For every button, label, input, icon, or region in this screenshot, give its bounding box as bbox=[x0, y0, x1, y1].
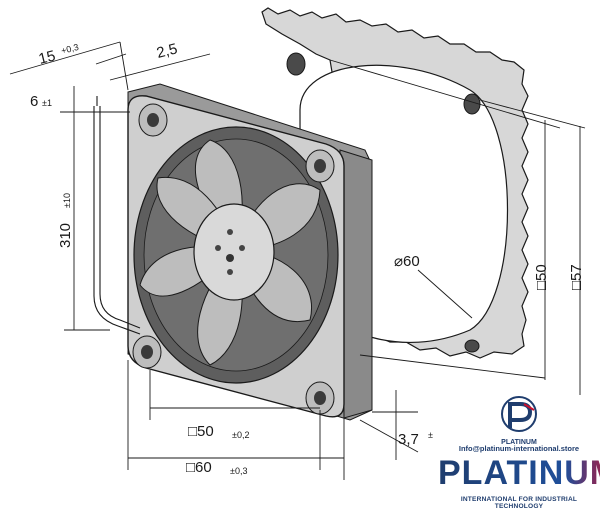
dim-50-bottom-tol: ±0,2 bbox=[232, 430, 249, 440]
dim-310-tol: ±10 bbox=[62, 193, 72, 208]
dim-50-bottom: □50 bbox=[188, 423, 214, 440]
dim-3-7: 3,7 bbox=[398, 431, 419, 448]
logo-text: PLATINUM bbox=[501, 439, 537, 446]
dim-60-bottom-tol: ±0,3 bbox=[230, 466, 247, 476]
fan-hub bbox=[193, 203, 275, 301]
dim-57-side: □57 bbox=[568, 264, 585, 290]
dim-50-side: □50 bbox=[533, 264, 550, 290]
dim-15: 15 bbox=[37, 47, 57, 68]
dimension-lines bbox=[9, 41, 586, 480]
brand-wordmark-text: PLATINUM bbox=[438, 454, 600, 492]
platinum-logo-icon bbox=[501, 396, 537, 432]
dimension-labels: 15 +0,3 2,5 6 ±1 310 ±10 ⌀60 □50 □57 □50… bbox=[30, 40, 585, 476]
dim-310: 310 bbox=[57, 223, 74, 248]
dim-2-5: 2,5 bbox=[155, 40, 179, 62]
brand-block: Info@platinum-international.store PLATIN… bbox=[438, 392, 600, 524]
dim-15-tol: +0,3 bbox=[60, 42, 80, 56]
dim-6-tol: ±1 bbox=[42, 98, 52, 108]
brand-wordmark: PLATINUM bbox=[438, 454, 600, 493]
dim-60-diameter: ⌀60 bbox=[394, 253, 420, 270]
cable bbox=[93, 96, 141, 335]
dim-60-bottom: □60 bbox=[186, 459, 212, 476]
brand-email: Info@platinum-international.store bbox=[458, 444, 580, 453]
brand-tagline: INTERNATIONAL FOR INDUSTRIAL TECHNOLOGY bbox=[460, 496, 578, 510]
dim-3-7-tol: ± bbox=[428, 430, 433, 440]
dim-6: 6 bbox=[30, 93, 38, 110]
